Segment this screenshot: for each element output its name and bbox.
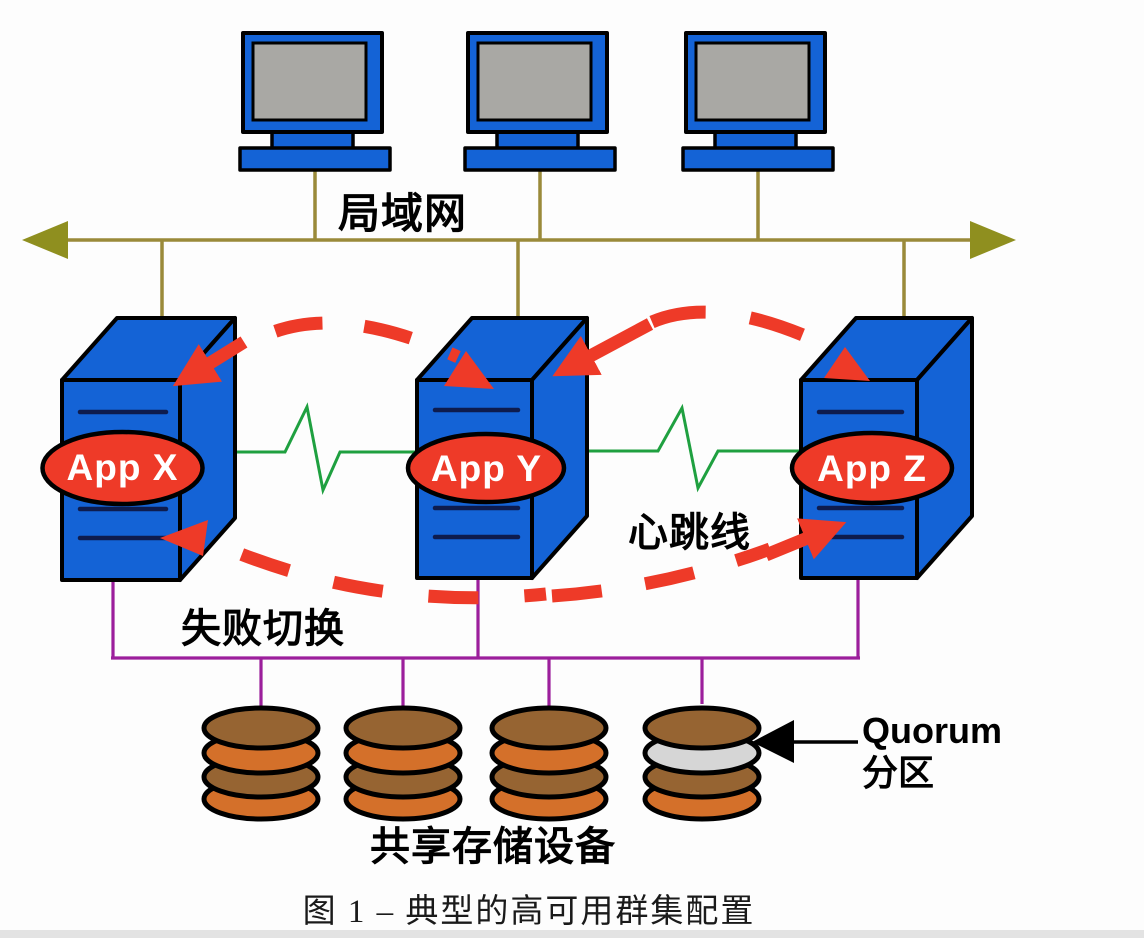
disk-stack-3 (489, 705, 609, 822)
lan-bus (22, 168, 1016, 345)
client-computer-1 (238, 31, 392, 172)
monitor-screen (251, 41, 368, 122)
app-x-ellipse (40, 429, 205, 507)
app-y-label: App Y (430, 448, 543, 489)
quorum-pointer (752, 720, 858, 763)
failover-arrow-into-server-1 (172, 336, 248, 387)
shared-storage-label: 共享存储设备 (370, 825, 616, 869)
monitor-base (681, 146, 835, 172)
failover-arrow-into-server-2 (552, 318, 654, 377)
failover-arc-lower-1 (211, 537, 547, 605)
failover-arc-upper-2 (649, 305, 845, 359)
disk-stack-4-quorum (642, 705, 762, 822)
figure-caption: 图 1 – 典型的高可用群集配置 (302, 894, 756, 930)
app-y-ellipse (405, 431, 567, 505)
monitor-base (238, 146, 392, 172)
lan-arrow-right-icon (970, 221, 1016, 259)
monitor-base (463, 146, 617, 172)
monitor-screen (476, 41, 593, 122)
quorum-arrow-icon (752, 720, 794, 763)
quorum-label: Quorum 分区 (862, 710, 1002, 794)
lan-label: 局域网 (338, 190, 468, 237)
lan-arrow-left-icon (22, 221, 68, 259)
bottom-edge-band (0, 930, 1144, 938)
failover-arrowhead-server-2-top (444, 351, 494, 389)
failover-arc-lower-2 (551, 542, 773, 603)
failover-arrowhead-server-3-top (824, 347, 870, 381)
client-computer-2 (463, 31, 617, 172)
quorum-label-line1: Quorum (862, 710, 1002, 751)
disk-stack-1 (201, 705, 321, 822)
app-z-ellipse (789, 430, 955, 506)
monitor-screen (694, 41, 811, 122)
quorum-label-line2: 分区 (862, 752, 935, 794)
disk-stack-2 (343, 705, 463, 822)
heartbeat-line-2 (587, 403, 801, 493)
failover-label: 失败切换 (181, 607, 345, 651)
app-z-label: App Z (817, 448, 927, 489)
failover-arc-upper-1 (246, 316, 461, 363)
failover-arrow-into-server-3 (763, 518, 847, 562)
app-x-label: App X (66, 447, 179, 488)
heartbeat-line-1 (236, 402, 417, 495)
storage-bus (111, 570, 860, 706)
failover-arcs (160, 305, 870, 605)
failover-arrowhead-server-1-bottom (160, 520, 208, 556)
client-computer-3 (681, 31, 835, 172)
heartbeat-label: 心跳线 (628, 511, 751, 555)
